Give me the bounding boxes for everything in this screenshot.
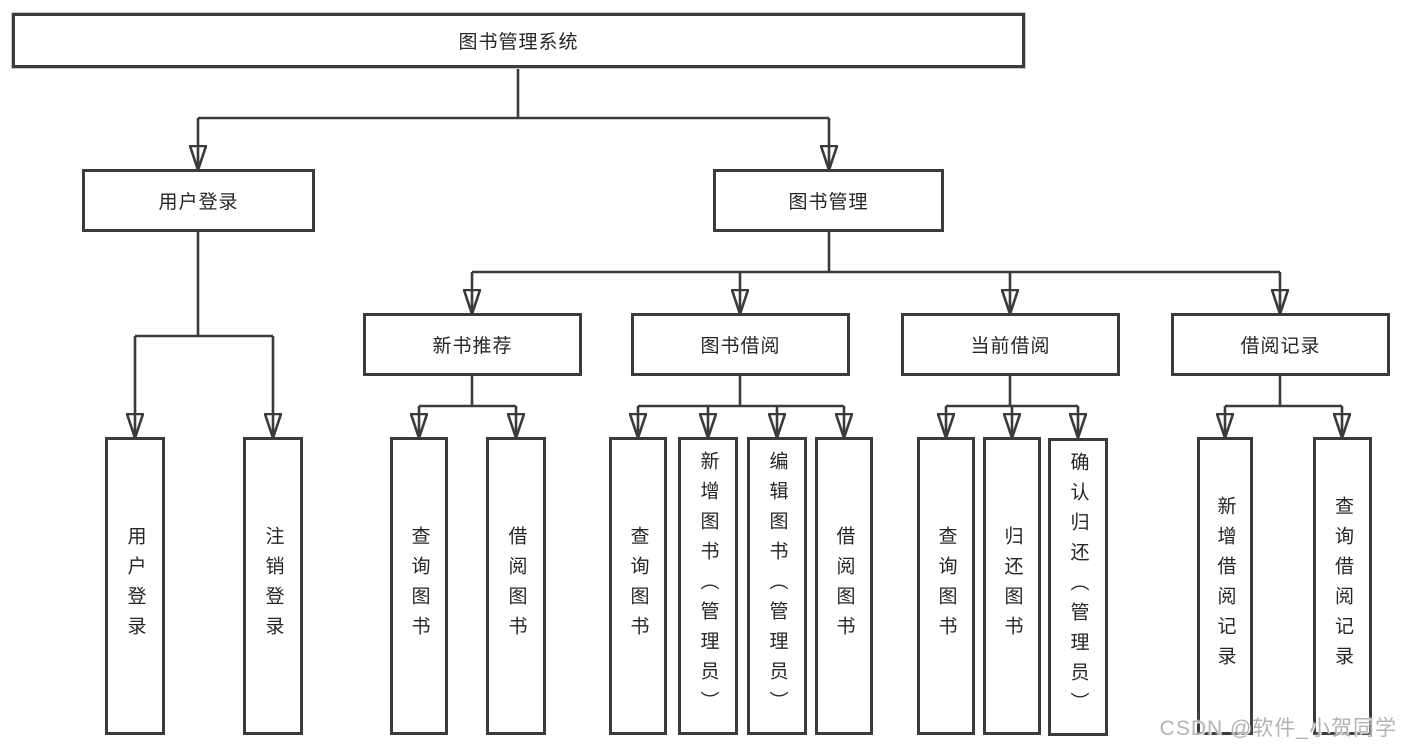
leaf-add-borrow-record: 新增借阅记录 (1197, 437, 1253, 735)
leaf-query-books-borrow-label: 查询图书 (627, 526, 649, 646)
leaf-borrow-books-recommend-label: 借阅图书 (505, 526, 527, 646)
leaf-confirm-return-admin-label: 确认归还（管理员） (1067, 452, 1089, 722)
leaf-add-books-admin-label: 新增图书（管理员） (697, 451, 719, 721)
leaf-borrow-books-label: 借阅图书 (833, 526, 855, 646)
node-borrow-record: 借阅记录 (1171, 313, 1390, 376)
leaf-query-books-current: 查询图书 (917, 437, 975, 735)
leaf-logout: 注销登录 (243, 437, 303, 735)
leaf-borrow-books: 借阅图书 (815, 437, 873, 735)
leaf-add-books-admin: 新增图书（管理员） (678, 437, 738, 735)
leaf-return-books-label: 归还图书 (1001, 526, 1023, 646)
leaf-query-books-recommend: 查询图书 (390, 437, 448, 735)
leaf-add-borrow-record-label: 新增借阅记录 (1214, 496, 1236, 676)
watermark: CSDN @软件_小贺同学 (1159, 717, 1397, 740)
leaf-query-borrow-record-label: 查询借阅记录 (1332, 496, 1353, 676)
leaf-confirm-return-admin: 确认归还（管理员） (1048, 438, 1108, 736)
node-user-login: 用户登录 (82, 169, 315, 232)
leaf-user-login-label: 用户登录 (124, 526, 146, 646)
leaf-query-books-borrow: 查询图书 (609, 437, 667, 735)
node-new-book-recommend: 新书推荐 (363, 313, 582, 376)
leaf-edit-books-admin: 编辑图书（管理员） (747, 437, 807, 735)
leaf-query-books-current-label: 查询图书 (935, 526, 957, 646)
leaf-borrow-books-recommend: 借阅图书 (486, 437, 546, 735)
node-current-borrow: 当前借阅 (901, 313, 1120, 376)
leaf-query-borrow-record: 查询借阅记录 (1313, 437, 1372, 735)
leaf-logout-label: 注销登录 (262, 526, 284, 646)
leaf-query-books-recommend-label: 查询图书 (408, 526, 430, 646)
node-book-management: 图书管理 (713, 169, 944, 232)
leaf-user-login: 用户登录 (105, 437, 165, 735)
node-book-borrow: 图书借阅 (631, 313, 850, 376)
leaf-edit-books-admin-label: 编辑图书（管理员） (766, 451, 788, 721)
node-library-management-system: 图书管理系统 (12, 13, 1025, 68)
leaf-return-books: 归还图书 (983, 437, 1041, 735)
